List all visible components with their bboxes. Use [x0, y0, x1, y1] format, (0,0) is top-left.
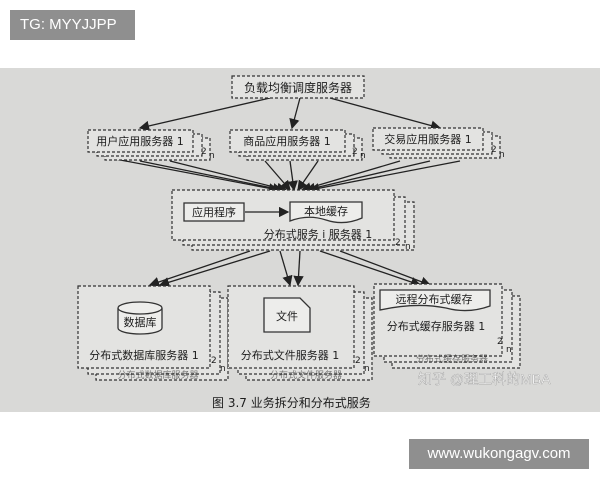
app-to-service-arrows [109, 157, 461, 194]
app-server-trade: 交易应用服务器 1 2 n [372, 127, 505, 160]
cache-server-index-2: 2 [497, 337, 503, 347]
local-cache-box [289, 201, 363, 224]
app-server-trade-index-2: 2 [491, 145, 497, 155]
cache-server-index-n: n [506, 345, 512, 355]
database-server-label: 分布式数据库服务器 1 [89, 348, 199, 362]
architecture-diagram: 负载均衡调度服务器 用户应用服务器 1 2 n 商品应用服务器 1 2 n 交易… [77, 75, 551, 410]
lb-to-app-arrows [138, 97, 442, 132]
cache-stack-behind-text: 分布式缓存服务器 [416, 353, 488, 365]
architecture-diagram-photo: 负载均衡调度服务器 用户应用服务器 1 2 n 商品应用服务器 1 2 n 交易… [0, 68, 600, 412]
watermark-tag-top: TG: MYYJJPP [10, 10, 135, 40]
watermark-tag-bottom: www.wukongagv.com [409, 439, 589, 469]
app-server-product-label: 商品应用服务器 1 [243, 134, 331, 148]
remote-cache-icon-label: 远程分布式缓存 [396, 292, 473, 306]
app-server-product-index-n: n [360, 151, 366, 161]
app-server-product-index-2: 2 [352, 147, 358, 157]
app-server-trade-index-n: n [499, 150, 505, 160]
app-program-label: 应用程序 [192, 205, 236, 219]
database-server-index-2: 2 [211, 356, 217, 366]
service-to-storage-arrows [148, 250, 432, 288]
file-icon [263, 297, 311, 333]
service-tier-stack: 应用程序 本地缓存 分布式服务 i 服务器 1 2 n [171, 189, 415, 252]
service-tier-index-2: 2 [395, 238, 401, 248]
app-server-user-label: 用户应用服务器 1 [96, 134, 184, 148]
file-server-index-n: n [364, 364, 370, 374]
app-server-user-index-2: 2 [201, 147, 207, 157]
cache-server-label: 分布式缓存服务器 1 [387, 319, 486, 333]
file-server-index-2: 2 [355, 356, 361, 366]
service-tier-label: 分布式服务 i 服务器 1 [264, 228, 373, 241]
file-server-stack: 分布式文件服务器 文件 分布式文件服务器 1 2 n [227, 285, 373, 381]
database-server-stack: 分布式数据库服务器 数据库 分布式数据库服务器 1 2 n [77, 285, 229, 381]
load-balancer-box: 负载均衡调度服务器 [231, 75, 365, 99]
remote-cache-icon [379, 289, 491, 312]
app-server-user: 用户应用服务器 1 2 n [87, 129, 215, 161]
database-server-index-n: n [220, 364, 226, 374]
photo-credit-watermark: 知乎 @理工科的MBA [418, 371, 551, 387]
database-stack-behind-text: 分布式数据库服务器 [117, 369, 198, 381]
load-balancer-label: 负载均衡调度服务器 [244, 80, 352, 95]
local-cache-label: 本地缓存 [304, 204, 348, 218]
file-icon-label: 文件 [276, 309, 298, 323]
cache-server-stack: 分布式缓存服务器 远程分布式缓存 分布式缓存服务器 1 2 n [373, 283, 521, 369]
app-server-trade-label: 交易应用服务器 1 [384, 132, 472, 146]
figure-caption: 图 3.7 业务拆分和分布式服务 [212, 395, 371, 410]
app-server-user-index-n: n [209, 151, 215, 161]
service-tier-index-n: n [405, 242, 411, 252]
database-icon-label: 数据库 [124, 315, 157, 329]
app-server-product: 商品应用服务器 1 2 n [229, 129, 366, 161]
app-program-box [183, 202, 245, 222]
database-icon [117, 301, 163, 335]
file-server-label: 分布式文件服务器 1 [241, 348, 340, 362]
file-stack-behind-text: 分布式文件服务器 [270, 369, 342, 381]
